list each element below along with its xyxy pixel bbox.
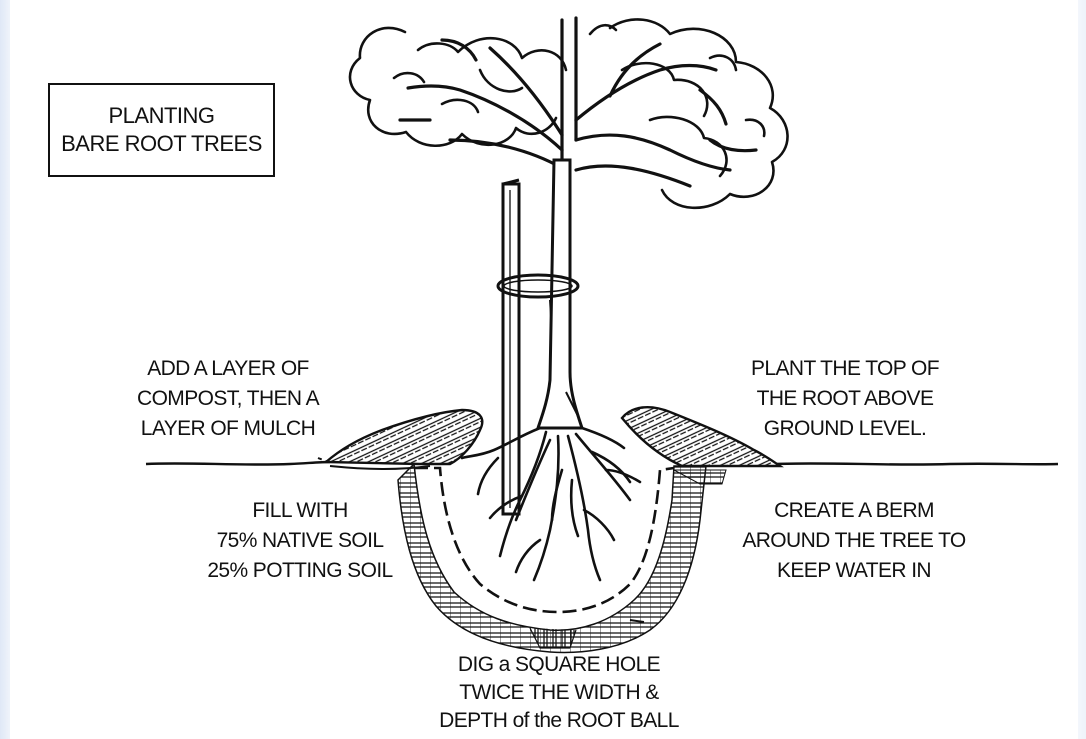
label-dig-hole: DIG a SQUARE HOLE TWICE THE WIDTH & DEPT… [414,651,704,735]
label-root-top-line-1: PLANT THE TOP OF [740,354,950,384]
label-dig-line-1: DIG a SQUARE HOLE [414,651,704,679]
label-berm-line-2: AROUND THE TREE TO [704,526,1004,556]
label-fill-soil: FILL WITH 75% NATIVE SOIL 25% POTTING SO… [190,496,410,586]
label-berm-line-1: CREATE A BERM [704,496,1004,526]
label-berm: CREATE A BERM AROUND THE TREE TO KEEP WA… [704,496,1004,586]
label-root-top-line-2: THE ROOT ABOVE [740,384,950,414]
tree-roots [462,428,640,580]
support-stake [503,180,519,514]
label-berm-line-3: KEEP WATER IN [704,556,1004,586]
label-compost-line-2: COMPOST, THEN A [108,384,348,414]
label-fill-line-3: 25% POTTING SOIL [190,556,410,586]
label-compost-mulch: ADD A LAYER OF COMPOST, THEN A LAYER OF … [108,354,348,444]
label-fill-line-2: 75% NATIVE SOIL [190,526,410,556]
label-dig-line-3: DEPTH of the ROOT BALL [414,707,704,735]
label-fill-line-1: FILL WITH [190,496,410,526]
planting-hole [398,464,706,652]
title-line-2: BARE ROOT TREES [61,130,262,158]
diagram-canvas: PLANTING BARE ROOT TREES ADD A LAYER OF … [10,0,1078,739]
label-root-top-line-3: GROUND LEVEL. [740,414,950,444]
diagram-title-box: PLANTING BARE ROOT TREES [48,83,275,177]
label-compost-line-3: LAYER OF MULCH [108,414,348,444]
label-root-top: PLANT THE TOP OF THE ROOT ABOVE GROUND L… [740,354,950,444]
tree-branches [400,18,756,186]
label-dig-line-2: TWICE THE WIDTH & [414,679,704,707]
title-line-1: PLANTING [108,102,214,130]
label-compost-line-1: ADD A LAYER OF [108,354,348,384]
